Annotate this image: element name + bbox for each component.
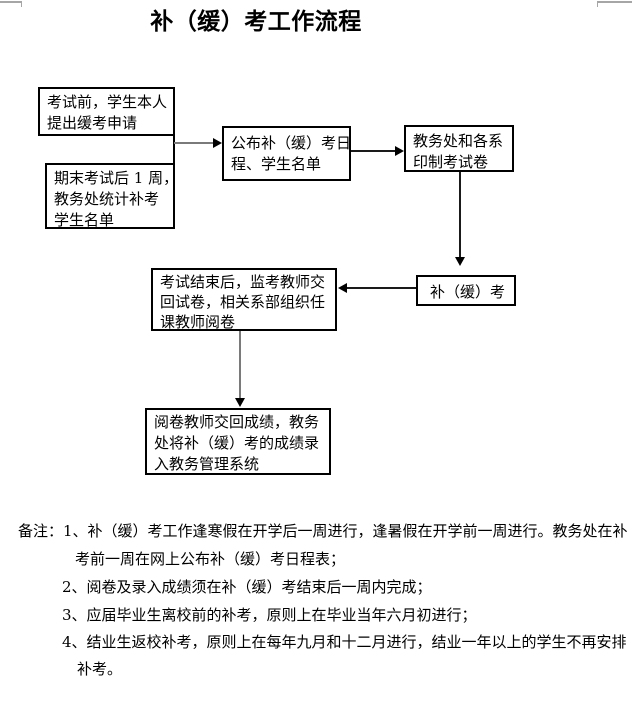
flow-box-record: 阅卷教师交回成绩，教务 处将补（缓）考的成绩录 入教务管理系统	[145, 408, 331, 475]
flow-box-apply: 考试前，学生本人 提出缓考申请	[38, 87, 175, 136]
flow-box-line: 程、学生名单	[231, 155, 322, 173]
page-title: 补（缓）考工作流程	[150, 8, 362, 35]
flow-box-line: 考试前，学生本人	[47, 93, 168, 111]
notes-line-2: 考前一周在网上公布补（缓）考日程表；	[75, 550, 346, 568]
flow-box-line: 期末考试后 1 周，	[54, 169, 179, 187]
flow-box-line: 印制考试卷	[413, 153, 489, 171]
connector-apply-stats	[173, 135, 175, 164]
flow-box-line: 公布补（缓）考日	[231, 134, 352, 152]
flow-box-line: 补（缓）考	[430, 283, 506, 301]
notes-line-5: 4、结业生返校补考，原则上在每年九月和十二月进行，结业一年以上的学生不再安排	[62, 633, 627, 651]
flow-box-line: 教务处统计补考	[54, 190, 160, 208]
flow-box-line: 教务处和各系	[413, 132, 504, 150]
notes-line-1: 备注：1、补（缓）考工作逢寒假在开学后一周进行，逢暑假在开学前一周进行。教务处在…	[18, 522, 628, 540]
flow-box-exam: 补（缓）考	[416, 275, 516, 306]
flow-box-publish: 公布补（缓）考日 程、学生名单	[222, 126, 351, 181]
page-margin-mark-left	[0, 1, 22, 7]
page-margin-mark-right	[597, 1, 632, 7]
flow-box-line: 入教务管理系统	[154, 455, 260, 473]
flow-box-line: 课教师阅卷	[160, 313, 236, 331]
flow-box-line: 处将补（缓）考的成绩录	[154, 434, 320, 452]
notes-line-3: 2、阅卷及录入成绩须在补（缓）考结束后一周内完成；	[62, 578, 432, 596]
notes-line-4: 3、应届毕业生离校前的补考，原则上在毕业当年六月初进行；	[62, 606, 477, 624]
flow-box-line: 考试结束后，监考教师交	[160, 273, 326, 291]
flow-box-line: 提出缓考申请	[47, 114, 138, 132]
flow-box-line: 回试卷，相关系部组织任	[160, 293, 326, 311]
notes-line-6: 补考。	[77, 660, 123, 678]
flow-box-line: 学生名单	[54, 211, 115, 229]
flow-box-grading: 考试结束后，监考教师交 回试卷，相关系部组织任 课教师阅卷	[151, 268, 337, 331]
flow-box-stats: 期末考试后 1 周， 教务处统计补考 学生名单	[45, 163, 179, 229]
flow-box-line: 阅卷教师交回成绩，教务	[154, 413, 320, 431]
flow-box-print: 教务处和各系 印制考试卷	[404, 125, 514, 172]
